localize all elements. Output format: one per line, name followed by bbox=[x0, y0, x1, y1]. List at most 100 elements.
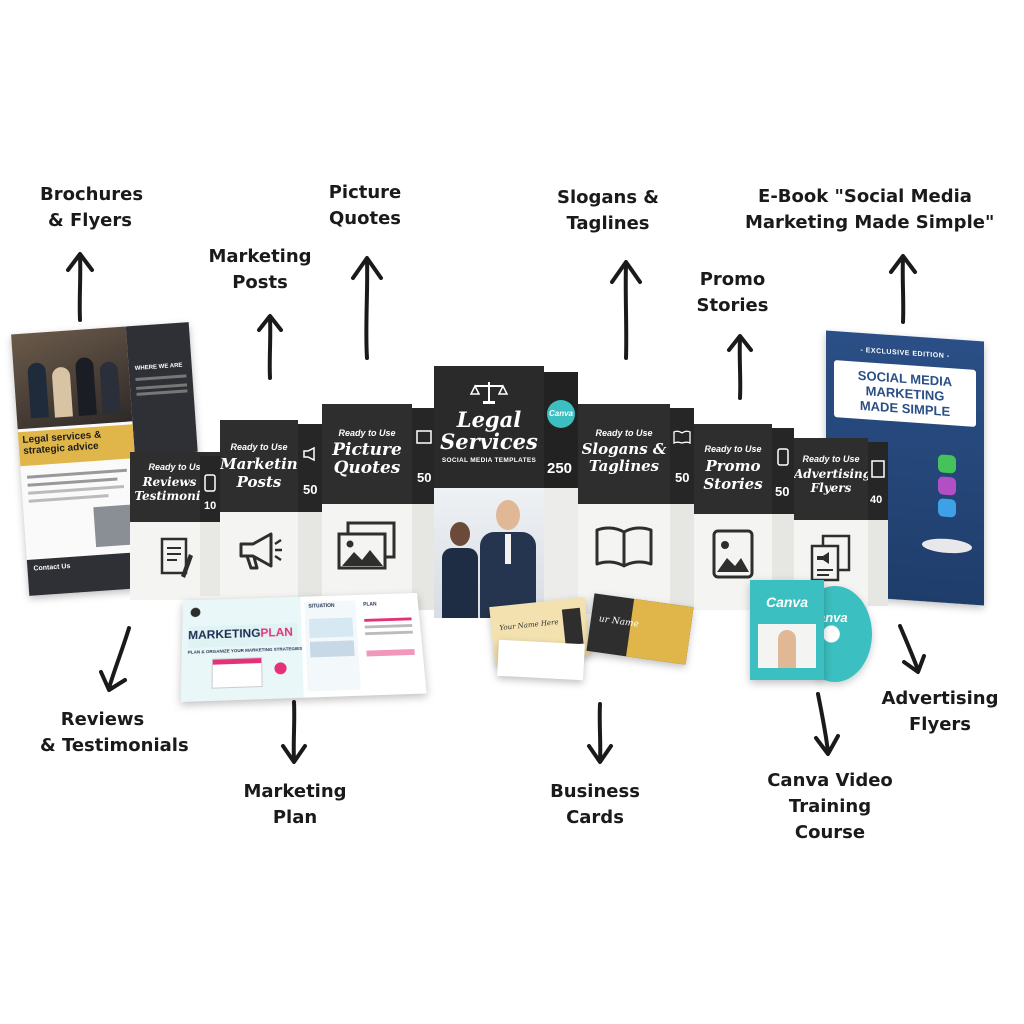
arrow-up-brochures-icon bbox=[66, 252, 94, 322]
main-box-side: Canva 250 bbox=[544, 372, 578, 614]
images-icon bbox=[337, 521, 396, 570]
brochure-dark-panel: WHERE WE ARE bbox=[125, 322, 198, 457]
arrow-down-canva-icon bbox=[814, 692, 840, 756]
image-icon bbox=[712, 529, 754, 579]
box-slogans-ready: Ready to Use bbox=[595, 428, 653, 438]
flyer-small-icon bbox=[871, 460, 885, 478]
whatsapp-icon bbox=[938, 454, 956, 474]
ebook-social-icons bbox=[930, 450, 964, 522]
ebook-title-panel: SOCIAL MEDIA MARKETING MADE SIMPLE bbox=[834, 360, 976, 427]
box-flyers-title: Advertising Flyers bbox=[794, 467, 868, 495]
box-promo-top: Ready to Use Promo Stories bbox=[694, 424, 772, 514]
twitter-icon bbox=[938, 498, 956, 518]
ebook-pedestal bbox=[922, 537, 972, 555]
plan-title-b: PLAN bbox=[260, 625, 294, 640]
arrow-up-ebook-icon bbox=[889, 254, 917, 324]
plan-left-page: MARKETINGPLAN PLAN & ORGANIZE YOUR MARKE… bbox=[180, 596, 304, 703]
arrow-up-promo-icon bbox=[727, 334, 753, 400]
arrow-down-advertising-icon bbox=[898, 624, 926, 674]
box-posts-side: 50 bbox=[298, 424, 322, 606]
plan-action-col: PLAN bbox=[359, 598, 422, 690]
person-woman-figure bbox=[442, 522, 478, 618]
plan-situation-label: SITUATION bbox=[308, 603, 335, 610]
box-slogans-count: 50 bbox=[675, 470, 690, 485]
document-pen-icon bbox=[160, 537, 193, 578]
box-posts-count: 50 bbox=[303, 482, 318, 497]
box-reviews-side: 10 bbox=[200, 456, 220, 596]
box-quotes-count: 50 bbox=[417, 470, 432, 485]
box-slogans-taglines: Ready to Use Slogans & Taglines bbox=[578, 404, 670, 614]
arrow-up-slogans-icon bbox=[610, 260, 642, 360]
plan-title-band: MARKETINGPLAN bbox=[187, 623, 298, 648]
business-card-name: Your Name Here bbox=[499, 618, 559, 633]
box-posts-ready: Ready to Use bbox=[230, 442, 288, 452]
box-flyers-top: Ready to Use Advertising Flyers bbox=[794, 438, 868, 520]
box-reviews-ready: Ready to Use bbox=[148, 462, 206, 472]
canva-badge: Canva bbox=[547, 400, 575, 428]
plan-calendar bbox=[211, 657, 263, 689]
box-slogans-title: Slogans & Taglines bbox=[581, 440, 667, 475]
main-box-top: Legal Services SOCIAL MEDIA TEMPLATES bbox=[434, 366, 544, 488]
box-quotes-title: Picture Quotes bbox=[332, 440, 402, 478]
business-card-blank bbox=[497, 639, 585, 681]
main-box-count: 250 bbox=[547, 460, 573, 477]
arrow-down-business-cards-icon bbox=[587, 702, 613, 764]
box-picture-quotes: Ready to Use Picture Quotes bbox=[322, 404, 412, 614]
plan-action-label: PLAN bbox=[363, 601, 377, 608]
box-posts-top: Ready to Use Marketing Posts bbox=[220, 420, 298, 512]
label-reviews-testimonials: Reviews& Testimonials bbox=[40, 709, 189, 756]
box-flyers-ready: Ready to Use bbox=[802, 454, 860, 464]
arrow-down-marketing-plan-icon bbox=[281, 700, 307, 764]
phone-promo-small-icon bbox=[777, 448, 789, 466]
arrow-down-reviews-icon bbox=[99, 626, 131, 692]
plan-dot-dark bbox=[190, 607, 201, 618]
box-promo-stories: Ready to Use Promo Stories bbox=[694, 424, 772, 610]
box-posts-title: Marketing Posts bbox=[220, 455, 298, 491]
dvd-case-brand: Canva bbox=[765, 594, 809, 610]
dvd-disc-brand: anva bbox=[818, 610, 848, 625]
box-promo-side: 50 bbox=[772, 428, 794, 606]
megaphone-small-icon bbox=[303, 446, 315, 462]
dvd-case-screen bbox=[758, 624, 816, 668]
marketing-plan-book: MARKETINGPLAN PLAN & ORGANIZE YOUR MARKE… bbox=[180, 592, 427, 703]
box-quotes-top: Ready to Use Picture Quotes bbox=[322, 404, 412, 504]
box-slogans-side: 50 bbox=[670, 408, 694, 610]
label-slogans-taglines: Slogans &Taglines bbox=[556, 187, 660, 234]
box-quotes-side: 50 bbox=[412, 408, 436, 610]
box-legal-services-main: Legal Services SOCIAL MEDIA TEMPLATES bbox=[434, 366, 544, 618]
box-promo-count: 50 bbox=[775, 484, 790, 499]
arrow-up-picture-quotes-icon bbox=[351, 256, 383, 360]
box-reviews-title: Reviews & Testimonials bbox=[134, 475, 220, 503]
box-quotes-ready: Ready to Use bbox=[338, 428, 396, 438]
brochure-headline-band: Legal services & strategic advice bbox=[17, 424, 136, 467]
business-card-back: ur Name bbox=[586, 593, 694, 665]
brochure-photo bbox=[11, 326, 133, 430]
brochure-where-heading: WHERE WE ARE bbox=[134, 362, 183, 372]
megaphone-icon bbox=[239, 532, 282, 570]
main-box-title-2: Services bbox=[440, 429, 538, 454]
box-promo-title: Promo Stories bbox=[703, 457, 763, 493]
plan-situation-col: SITUATION bbox=[304, 600, 361, 692]
main-box-title-1: Legal bbox=[456, 407, 522, 432]
brochure-title: Legal services & strategic advice bbox=[22, 429, 102, 457]
plan-right-page: SITUATION PLAN bbox=[300, 592, 427, 698]
box-reviews-count: 10 bbox=[204, 500, 217, 512]
brochure-contact-bar: Contact Us bbox=[26, 551, 145, 596]
phone-small-icon bbox=[204, 474, 216, 492]
scales-justice-icon bbox=[469, 382, 509, 404]
open-book-icon bbox=[595, 526, 653, 568]
flyer-documents-icon bbox=[810, 534, 851, 582]
canva-dvd-case: Canva bbox=[750, 580, 824, 680]
main-box-subtitle: SOCIAL MEDIA TEMPLATES bbox=[441, 457, 537, 464]
book-small-icon bbox=[673, 430, 691, 444]
label-brochures-flyers: Brochures& Flyers bbox=[40, 184, 144, 231]
person-man-figure bbox=[480, 500, 536, 618]
box-promo-ready: Ready to Use bbox=[704, 444, 762, 454]
